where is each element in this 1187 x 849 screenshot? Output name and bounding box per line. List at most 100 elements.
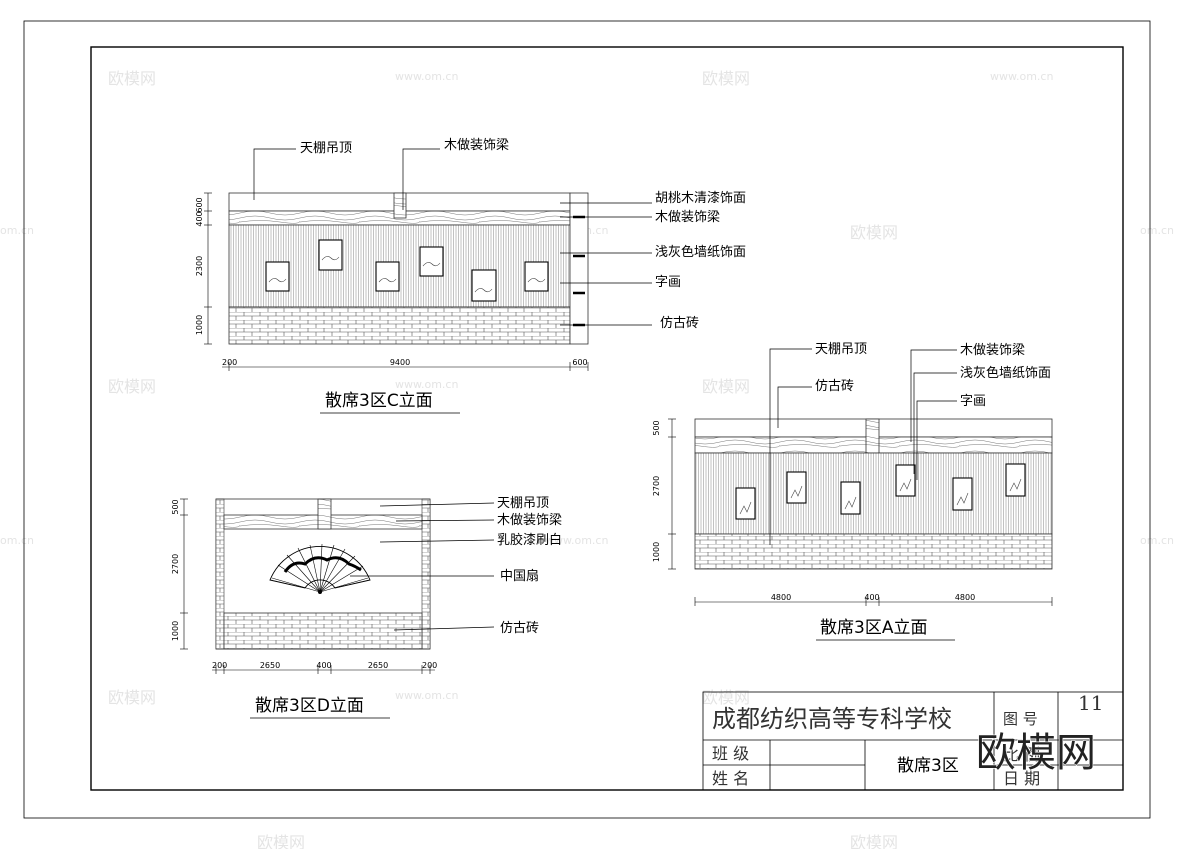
d-left-pilaster [215,498,225,650]
inner-border [90,46,1124,791]
watermark-url: www.om.cn [545,534,608,547]
dim-v: 1000 [171,621,180,641]
watermark-url: om.cn [1140,224,1174,237]
painting-frame [840,481,861,515]
painting-frame [524,261,549,292]
name-label: 姓 名 [712,769,749,788]
dim-h: 600 [572,358,587,367]
dim-h: 200 [422,661,437,670]
watermark-logo: 欧模网 [108,688,156,707]
a-brick [694,533,1053,570]
painting-frame [735,487,756,520]
label-ceiling: 天棚吊顶 [815,342,867,357]
watermark-url: om.cn [0,224,34,237]
drawing-name: 散席3区 [897,756,959,776]
dim-h: 9400 [390,358,410,367]
a-center-beam [865,418,880,454]
watermark-url: www.om.cn [395,689,458,702]
d-elevation-title: 散席3区D立面 [255,696,364,716]
label-beam: 木做装饰梁 [655,210,720,225]
a-elevation: 500 2700 1000 4800 400 4800 天棚吊顶 仿古砖 木做装… [652,342,1053,641]
chinese-fan [269,543,371,594]
label-brick: 仿古砖 [660,316,699,331]
c-brick [228,306,571,345]
dim-v: 2700 [171,554,180,574]
d-brick [223,612,423,650]
label-painting: 字画 [655,275,681,290]
c-elevation-title: 散席3区C立面 [325,391,433,411]
dim-v: 1000 [195,315,204,335]
d-center-beam [317,498,332,530]
a-elevation-title: 散席3区A立面 [820,618,927,638]
label-walnut: 胡桃木清漆饰面 [655,190,746,206]
dim-h: 4800 [955,593,975,602]
label-wallpaper: 浅灰色墙纸饰面 [960,365,1051,381]
date-label: 日 期 [1003,769,1040,788]
label-fan: 中国扇 [500,568,539,584]
watermark: 欧模网 www.om.cn 欧模网 www.om.cn om.cn www.om… [0,69,1174,849]
watermark-logo: 欧模网 [257,833,305,849]
painting-frame [265,261,290,292]
c-paintings [265,239,549,302]
drawing-no: 11 [1078,691,1103,715]
dim-v: 600 [195,197,204,212]
label-ceiling: 天棚吊顶 [497,496,549,511]
painting-frame [471,269,497,302]
watermark-url: www.om.cn [990,70,1053,83]
painting-frame [1005,463,1026,497]
d-right-pilaster [421,498,431,650]
watermark-logo: 欧模网 [108,377,156,396]
label-latex: 乳胶漆刷白 [497,532,562,548]
watermark-url: www.om.cn [395,70,458,83]
label-beam: 木做装饰梁 [497,513,562,528]
c-elevation: 600 400 2300 1000 200 9400 600 天棚吊顶 木做装饰… [195,138,746,414]
school-name: 成都纺织高等专科学校 [712,705,952,733]
dim-h: 2650 [368,661,388,670]
watermark-url: om.cn [0,534,34,547]
painting-frame [786,471,807,504]
painting-frame [318,239,343,271]
outer-border [23,20,1151,819]
dim-v: 400 [195,211,204,226]
dim-h: 400 [316,661,331,670]
dim-h: 2650 [260,661,280,670]
watermark-logo: 欧模网 [702,688,750,707]
label-brick: 仿古砖 [815,379,854,394]
watermark-url: www.om.cn [395,378,458,391]
dim-v: 500 [652,420,661,435]
drawing-no-label: 图 号 [1003,710,1038,728]
label-wallpaper: 浅灰色墙纸饰面 [655,244,746,260]
dim-v: 2300 [195,256,204,276]
a-paintings [735,463,1026,520]
watermark-url: om.cn [1140,534,1174,547]
dim-h: 200 [212,661,227,670]
dim-h: 400 [864,593,879,602]
painting-frame [419,246,444,277]
dim-h: 4800 [771,593,791,602]
dim-h: 200 [222,358,237,367]
label-painting: 字画 [960,394,986,409]
watermark-logo: 欧模网 [702,377,750,396]
dim-v: 2700 [652,476,661,496]
watermark-logo: 欧模网 [850,833,898,849]
c-center-beam [393,192,407,219]
class-label: 班 级 [712,744,749,763]
dim-v: 500 [171,499,180,514]
scale-label: 比 例 [1003,745,1040,764]
dim-v: 1000 [652,542,661,562]
label-brick: 仿古砖 [500,621,539,636]
watermark-logo: 欧模网 [850,223,898,242]
painting-frame [375,261,400,292]
label-ceiling: 天棚吊顶 [300,141,352,156]
painting-frame [895,464,916,497]
label-beam-top: 木做装饰梁 [444,138,509,153]
painting-frame [952,477,973,511]
d-elevation: 500 2700 1000 200 2650 400 2650 200 天棚吊顶… [171,496,562,719]
watermark-logo: 欧模网 [108,69,156,88]
watermark-logo: 欧模网 [702,69,750,88]
title-block: 成都纺织高等专科学校 图 号 11 班 级 姓 名 散席3区 比 例 日 期 欧… [702,691,1124,791]
c-side-column [569,192,589,345]
watermark-logo-large: 欧模网 [976,730,1096,776]
label-beam: 木做装饰梁 [960,343,1025,358]
